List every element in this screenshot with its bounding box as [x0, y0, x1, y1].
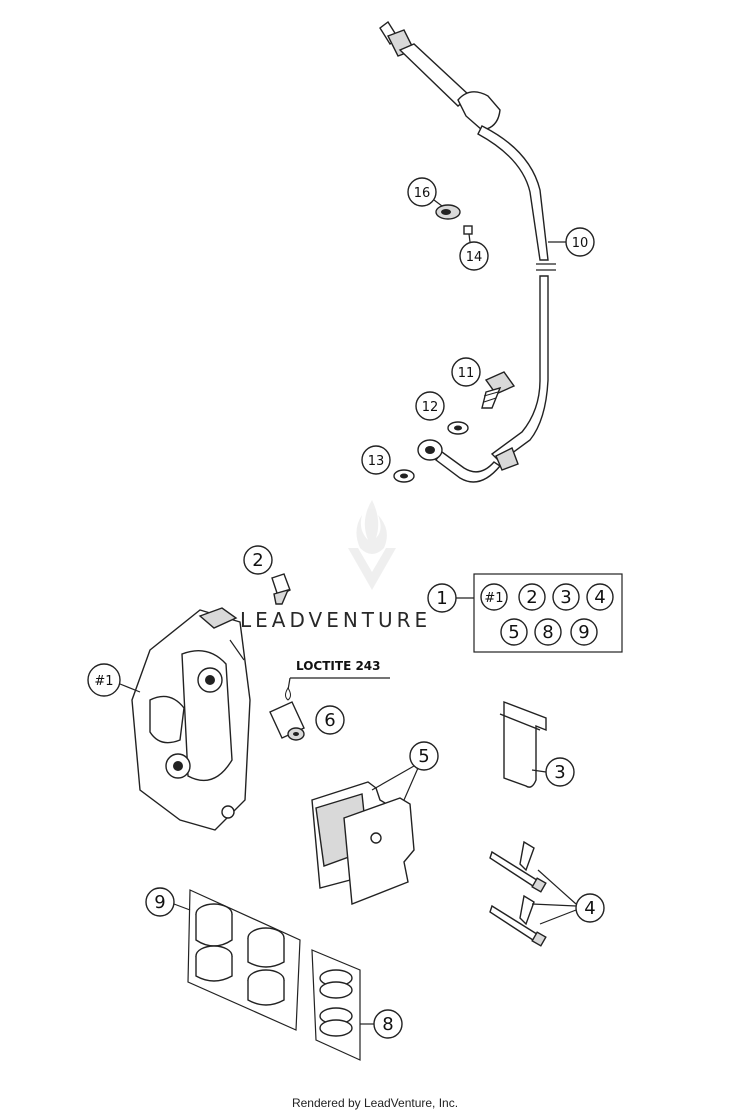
repair-kit-box: #1 2 3 4 5 8 9 — [473, 573, 623, 653]
callout-3: 3 — [531, 757, 575, 787]
svg-text:8: 8 — [382, 1014, 393, 1035]
svg-text:5: 5 — [508, 622, 519, 643]
seal-rings-set — [311, 949, 361, 1061]
kit-item-9: 9 — [570, 618, 598, 646]
callout-1: 1 — [427, 583, 474, 613]
callout-caliper: #1 — [87, 663, 141, 697]
svg-text:16: 16 — [414, 186, 431, 201]
svg-text:8: 8 — [542, 622, 553, 643]
callout-10: 10 — [548, 227, 595, 257]
svg-text:11: 11 — [458, 366, 475, 381]
svg-text:#1: #1 — [484, 591, 503, 606]
svg-text:14: 14 — [466, 250, 483, 265]
callout-12: 12 — [415, 391, 445, 421]
callout-5: 5 — [371, 741, 439, 801]
svg-text:9: 9 — [578, 622, 589, 643]
svg-text:5: 5 — [418, 746, 429, 767]
callout-14: 14 — [459, 233, 489, 271]
pistons-set — [187, 889, 301, 1031]
svg-text:2: 2 — [526, 587, 537, 608]
svg-text:3: 3 — [554, 762, 565, 783]
callout-13: 13 — [361, 445, 391, 475]
callout-16: 16 — [407, 177, 443, 207]
kit-item-3: 3 — [552, 583, 580, 611]
callout-2: 2 — [243, 545, 273, 575]
svg-text:10: 10 — [572, 236, 589, 251]
brake-pads — [311, 781, 415, 905]
brake-caliper — [131, 607, 251, 831]
pad-spring — [499, 700, 547, 788]
callout-8: 8 — [360, 1009, 403, 1039]
kit-item-5: 5 — [500, 618, 528, 646]
loctite-drop-icon — [285, 687, 291, 701]
hose-clamp — [435, 204, 461, 220]
svg-text:13: 13 — [368, 454, 385, 469]
brake-hose — [379, 20, 556, 483]
banjo-bolt — [481, 371, 516, 409]
pad-pins — [489, 840, 547, 947]
loctite-note: LOCTITE 243 — [296, 659, 381, 673]
kit-item-caliper: #1 — [480, 583, 508, 611]
svg-text:12: 12 — [422, 400, 439, 415]
callout-11: 11 — [451, 357, 481, 387]
svg-text:6: 6 — [324, 710, 335, 731]
svg-text:2: 2 — [252, 550, 263, 571]
render-credit: Rendered by LeadVenture, Inc. — [291, 1096, 459, 1110]
svg-text:3: 3 — [560, 587, 571, 608]
leadventure-watermark: LEADVENTURE — [240, 500, 431, 632]
callout-6: 6 — [315, 705, 345, 735]
svg-text:1: 1 — [436, 588, 447, 609]
kit-item-4: 4 — [586, 583, 614, 611]
watermark-text: LEADVENTURE — [240, 608, 431, 632]
svg-text:#1: #1 — [94, 674, 113, 689]
caliper-bolt — [269, 701, 305, 741]
kit-item-2: 2 — [518, 583, 546, 611]
svg-text:9: 9 — [154, 892, 165, 913]
bleed-valve — [271, 573, 291, 605]
small-screw — [463, 225, 473, 235]
callout-9: 9 — [145, 887, 191, 917]
callout-4: 4 — [531, 869, 605, 925]
kit-item-8: 8 — [534, 618, 562, 646]
svg-text:4: 4 — [584, 898, 595, 919]
svg-text:4: 4 — [594, 587, 605, 608]
